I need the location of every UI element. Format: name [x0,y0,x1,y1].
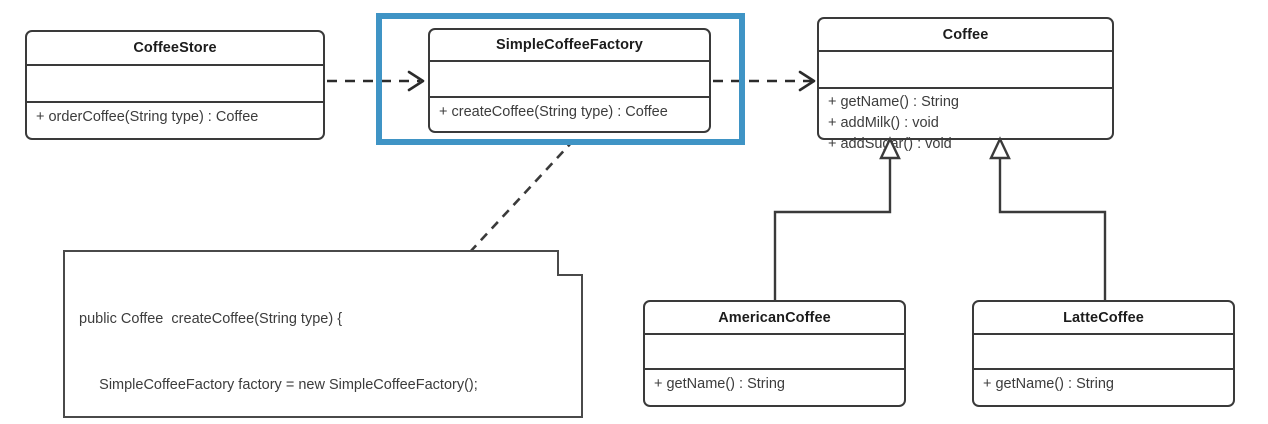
class-box-american-coffee[interactable]: AmericanCoffee + getName() : String [643,300,906,407]
class-operations-coffee-store: + orderCoffee(String type) : Coffee [27,103,323,131]
class-attributes-american-coffee [645,335,904,370]
operation-get-name-latte: + getName() : String [983,376,1114,392]
note-body [63,250,583,418]
code-note[interactable]: public Coffee createCoffee(String type) … [63,248,585,418]
class-operations-latte-coffee: + getName() : String [974,370,1233,398]
note-fold-corner-icon [557,250,583,276]
highlight-frame-simple-coffee-factory [376,13,745,145]
operation-get-name-american: + getName() : String [654,376,785,392]
class-name-latte-coffee: LatteCoffee [974,302,1233,335]
class-box-coffee[interactable]: Coffee + getName() : String + addMilk() … [817,17,1114,152]
class-attributes-coffee-store [27,66,323,103]
operation-order-coffee: + orderCoffee(String type) : Coffee [36,109,259,125]
note-to-factory-link [469,141,573,253]
inheritance-latte-to-coffee [989,136,1107,300]
class-operations-american-coffee: + getName() : String [645,370,904,398]
class-operations-coffee: + getName() : String + addMilk() : void … [819,89,1112,158]
code-line-2: SimpleCoffeeFactory factory = new Simple… [79,377,478,394]
class-name-coffee-store: CoffeeStore [27,32,323,66]
class-name-american-coffee: AmericanCoffee [645,302,904,335]
class-box-coffee-store[interactable]: CoffeeStore + orderCoffee(String type) :… [25,30,325,140]
class-attributes-latte-coffee [974,335,1233,370]
note-code-text: public Coffee createCoffee(String type) … [63,250,583,424]
operation-add-milk: + addMilk() : void [828,115,939,132]
class-name-simple-coffee-factory: SimpleCoffeeFactory [430,30,709,62]
operation-add-sugar: + addSugar() : void [828,136,952,153]
inheritance-american-to-coffee [773,136,901,300]
class-attributes-simple-coffee-factory [430,62,709,98]
operation-get-name: + getName() : String [828,94,959,110]
class-operations-simple-coffee-factory: + createCoffee(String type) : Coffee [430,98,709,126]
class-box-latte-coffee[interactable]: LatteCoffee + getName() : String [972,300,1235,407]
operation-create-coffee: + createCoffee(String type) : Coffee [439,104,668,120]
class-box-simple-coffee-factory[interactable]: SimpleCoffeeFactory + createCoffee(Strin… [428,28,711,133]
open-arrowhead-icon [798,70,816,92]
class-name-coffee: Coffee [819,19,1112,52]
class-attributes-coffee [819,52,1112,89]
code-line-1: public Coffee createCoffee(String type) … [79,311,343,328]
